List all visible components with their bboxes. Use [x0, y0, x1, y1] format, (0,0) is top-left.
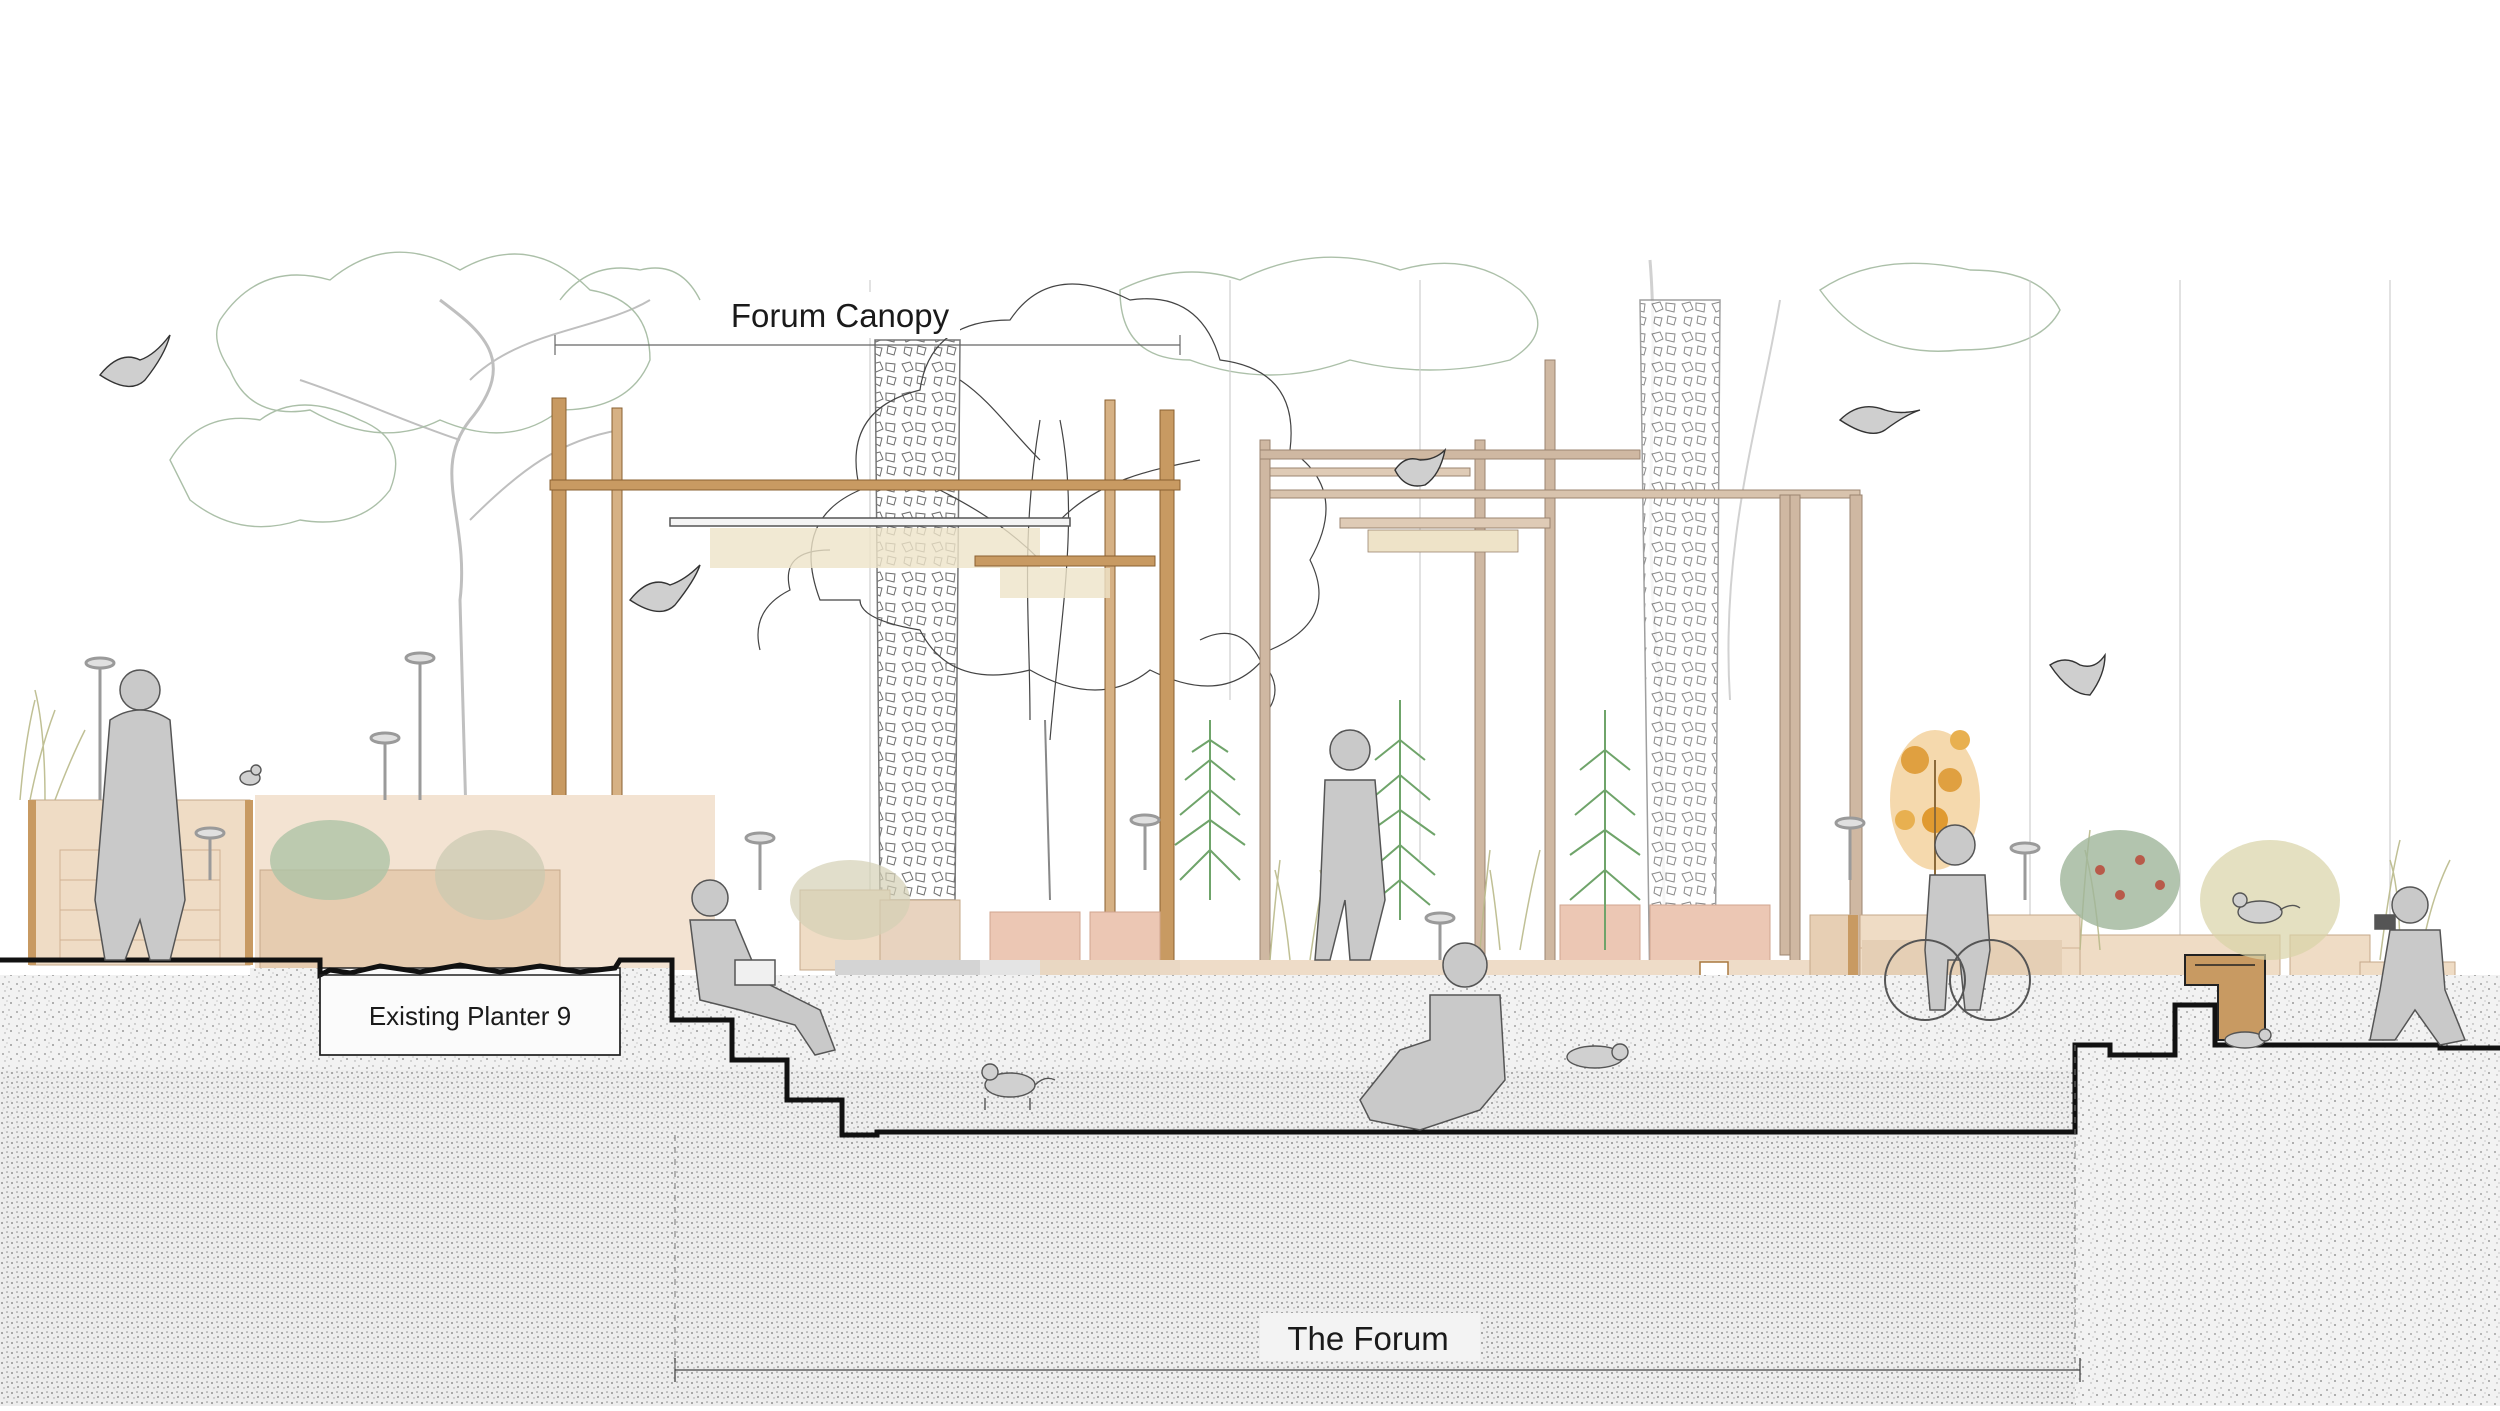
label-existing-planter: Existing Planter 9 — [369, 1001, 571, 1031]
bird-icon — [1838, 406, 1921, 434]
cat-icon — [1566, 1043, 1629, 1069]
bird-icon — [98, 334, 171, 388]
birds — [98, 334, 2106, 696]
cat-icon — [239, 764, 262, 786]
bird-icon — [628, 564, 701, 613]
lamp-posts — [84, 651, 2041, 960]
mature-tree-trunks — [874, 299, 1721, 1001]
person-figure-walking — [94, 669, 186, 961]
people — [94, 669, 2467, 1131]
berry-shrub — [2060, 830, 2180, 930]
label-the-forum: The Forum — [1287, 1320, 1448, 1357]
section-cut-line — [0, 957, 2500, 1138]
bird-icon — [1394, 447, 1447, 487]
forum-canopy-frame — [549, 359, 1863, 1131]
person-figure-reading — [689, 879, 836, 1056]
label-forum-canopy: Forum Canopy — [731, 297, 950, 334]
ground-section — [0, 967, 2500, 1406]
bird-icon — [2049, 652, 2106, 696]
cat-icon — [2224, 1028, 2272, 1049]
wheelchair-user-figure — [1884, 824, 2031, 1021]
person-figure-standing — [1314, 729, 1386, 961]
cat-icon — [2232, 892, 2301, 924]
person-figure-photographer — [2369, 886, 2467, 1046]
person-figure-sitting — [1359, 942, 1506, 1131]
canopy-dimension: Forum Canopy — [554, 292, 1181, 355]
cats — [239, 764, 2301, 1110]
existing-planter-box — [319, 974, 621, 1056]
cat-icon — [981, 1063, 1056, 1110]
forum-dimension: The Forum — [674, 1045, 2081, 1382]
